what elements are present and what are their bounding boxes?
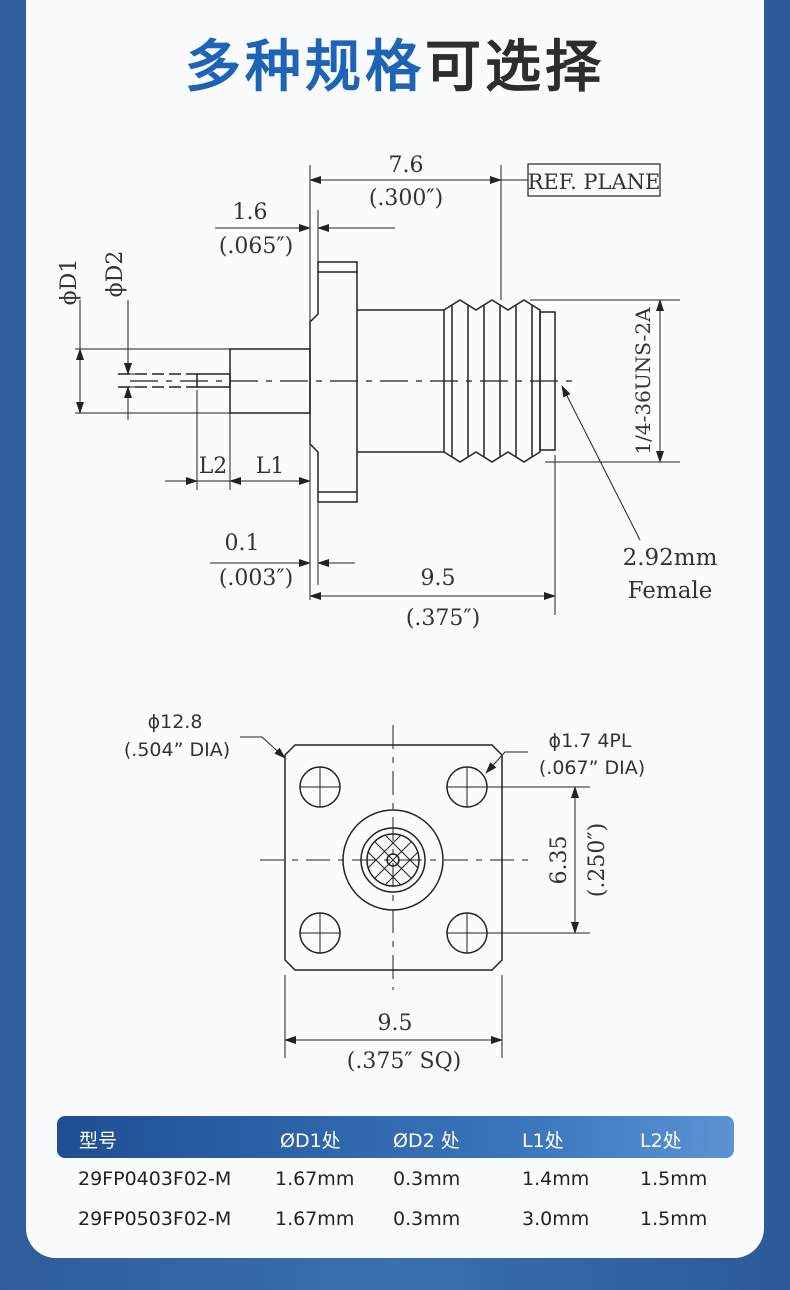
dim-0-1: 0.1 (225, 531, 260, 556)
content-card (26, 0, 764, 1258)
dim-0-1-inch: (.003″) (219, 566, 293, 591)
title-rest: 可选择 (425, 35, 605, 100)
front-view-labels: ϕ12.8 (.504” DIA) ϕ1.7 4PL (.067” DIA) 6… (124, 711, 645, 1074)
cell-d2: 0.3mm (393, 1168, 461, 1190)
side-view (75, 163, 680, 615)
width-dim: 9.5 (378, 1011, 413, 1036)
d1-label: ϕD1 (57, 259, 82, 306)
dim-7-6: 7.6 (389, 153, 424, 178)
thread-body (443, 299, 541, 463)
dim-7-6-inch: (.300″) (369, 186, 443, 211)
ref-plane-label: REF. PLANE (528, 170, 661, 194)
flange-square (284, 744, 503, 971)
hole-spacing: 6.35 (547, 836, 572, 885)
connector-size: 2.92mm (623, 545, 718, 571)
dim-9-5: 9.5 (421, 566, 456, 591)
dim-1-6-inch: (.065″) (219, 234, 293, 259)
hole-spacing-inch: (.250″) (585, 823, 610, 897)
d2-label: ϕD2 (103, 251, 128, 298)
header-model: 型号 (79, 1130, 118, 1152)
l1-label: L1 (256, 454, 285, 479)
header-l1: L1处 (522, 1130, 564, 1152)
connector-gender: Female (628, 578, 713, 604)
header-l2: L2处 (640, 1130, 682, 1152)
width-dim-inch: (.375″ SQ) (347, 1049, 461, 1074)
cell-l2: 1.5mm (640, 1208, 708, 1230)
title-highlight: 多种规格 (185, 35, 425, 100)
cell-d1: 1.67mm (275, 1168, 355, 1190)
side-view-labels: 7.6 (.300″) REF. PLANE 1.6 (.065″) ϕD1 ϕ… (57, 153, 718, 631)
cell-l1: 3.0mm (522, 1208, 590, 1230)
table-header: 型号 ØD1处 ØD2 处 L1处 L2处 (57, 1116, 734, 1158)
flange-dia: ϕ12.8 (148, 711, 203, 733)
flange-dia-inch: (.504” DIA) (124, 739, 230, 761)
hole-dia-inch: (.067” DIA) (539, 757, 645, 779)
hole-dia: ϕ1.7 4PL (549, 730, 632, 752)
cell-d2: 0.3mm (393, 1208, 461, 1230)
flange (309, 261, 358, 503)
cell-model: 29FP0403F02-M (78, 1168, 232, 1190)
cell-model: 29FP0503F02-M (78, 1208, 232, 1230)
dim-9-5-inch: (.375″) (406, 606, 480, 631)
page-title: 多种规格可选择 (0, 22, 790, 103)
front-view (240, 725, 590, 1058)
cell-d1: 1.67mm (275, 1208, 355, 1230)
cell-l2: 1.5mm (640, 1168, 708, 1190)
header-d1: ØD1处 (280, 1130, 341, 1152)
cell-l1: 1.4mm (522, 1168, 590, 1190)
thread-spec: 1/4-36UNS-2A (631, 307, 655, 455)
technical-drawing: 7.6 (.300″) REF. PLANE 1.6 (.065″) ϕD1 ϕ… (57, 153, 718, 1074)
l2-label: L2 (199, 454, 228, 479)
dim-1-6: 1.6 (233, 200, 268, 225)
header-d2: ØD2 处 (393, 1130, 460, 1152)
